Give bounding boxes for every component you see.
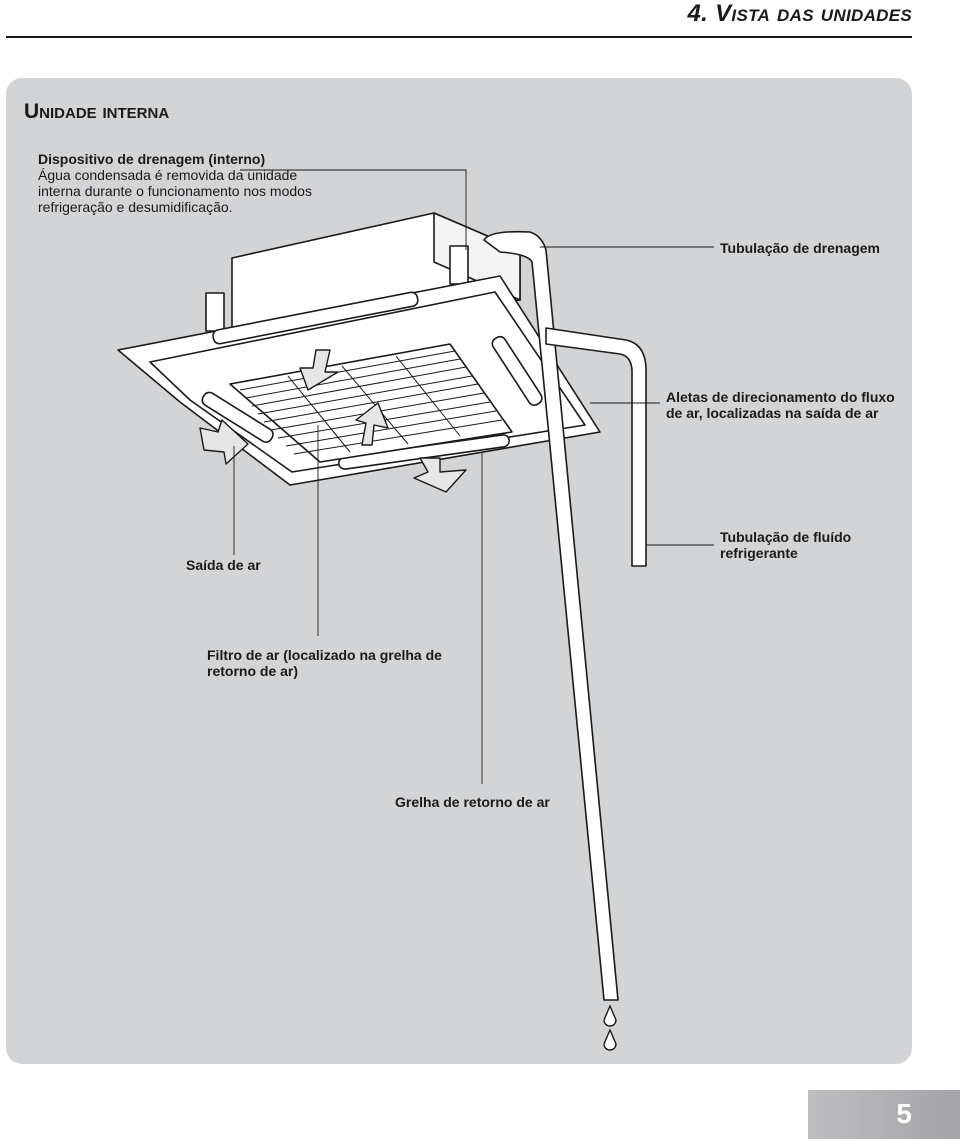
page-number-tab: 5 <box>808 1090 960 1139</box>
water-drop-1 <box>603 1004 617 1027</box>
water-drop-2 <box>603 1028 617 1051</box>
drain-pipe <box>483 230 619 1001</box>
louvers-callout: Aletas de direcionamento do fluxo de ar,… <box>666 389 895 421</box>
mounting-bracket-right <box>449 245 469 285</box>
header-rule <box>6 36 912 38</box>
refrigerant-pipe-line2: refrigerante <box>720 545 798 561</box>
outlet-slot-top <box>212 291 419 345</box>
outlet-slot-right <box>491 335 543 406</box>
air-outlet-label: Saída de ar <box>186 557 261 573</box>
refrigerant-pipe-callout: Tubulação de fluído refrigerante <box>720 529 851 561</box>
airflow-arrow-out-bottom <box>413 457 467 493</box>
page-number: 5 <box>896 1098 912 1129</box>
refrigerant-pipe-line1: Tubulação de fluído <box>720 529 852 545</box>
louvers-line2: de ar, localizadas na saída de ar <box>666 405 879 421</box>
drain-device-line2: interna durante o funcionamento nos modo… <box>38 183 312 199</box>
leader-drain-device <box>240 169 467 250</box>
section-title: 4. Vista das unidades <box>687 0 912 27</box>
page-header: 4. Vista das unidades <box>0 0 912 36</box>
drain-device-line1: Água condensada é removida da unidade <box>38 167 298 183</box>
airflow-arrow-in-top <box>299 349 339 391</box>
drain-device-line3: refrigeração e desumidificação. <box>38 199 233 215</box>
panel-title: Unidade interna <box>24 100 170 123</box>
refrigerant-pipe <box>545 327 647 567</box>
airflow-arrow-out-left <box>199 419 249 465</box>
drain-device-callout: Dispositivo de drenagem (interno) Água c… <box>38 151 312 215</box>
louvers-line1: Aletas de direcionamento do fluxo <box>666 389 895 405</box>
air-filter-line1: Filtro de ar (localizado na grelha de <box>207 647 442 663</box>
drain-pipe-label: Tubulação de drenagem <box>720 240 880 256</box>
drain-device-title: Dispositivo de drenagem (interno) <box>38 151 266 167</box>
airflow-arrow-up <box>355 402 389 446</box>
air-filter-callout: Filtro de ar (localizado na grelha de re… <box>207 647 442 679</box>
return-grille-label: Grelha de retorno de ar <box>395 794 550 810</box>
outlet-slot-left <box>201 391 274 443</box>
air-filter-line2: retorno de ar) <box>207 663 299 679</box>
mounting-bracket-left <box>205 292 225 332</box>
